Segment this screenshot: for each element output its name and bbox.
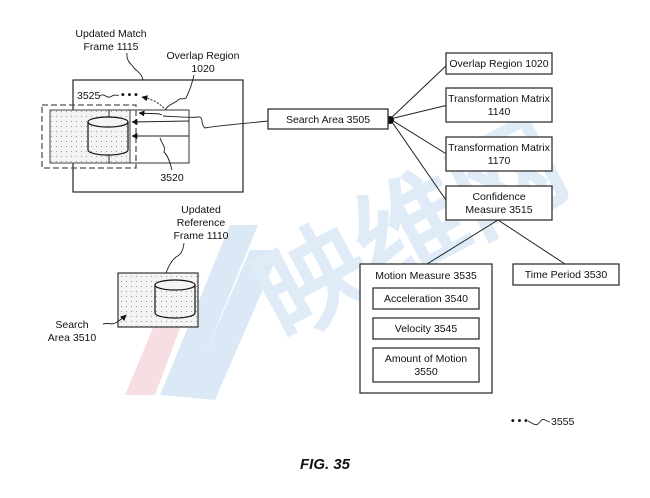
overlap-region-label-2: 1020 bbox=[191, 63, 215, 75]
link-search-3505 bbox=[162, 115, 269, 129]
updated-reference-label-3: Frame 1110 bbox=[173, 230, 228, 242]
arrow-to-cylinder-1 bbox=[131, 118, 190, 125]
transformation-matrix-1140-label-2: 1140 bbox=[488, 106, 511, 118]
leader-3510 bbox=[102, 314, 127, 325]
updated-reference-frame-group: Updated Reference Frame 1110 Search Area… bbox=[48, 204, 229, 344]
velocity-3545-label: Velocity 3545 bbox=[395, 323, 458, 335]
amount-of-motion-3550-label-1: Amount of Motion bbox=[385, 353, 467, 365]
updated-match-frame-label-2: Frame 1115 bbox=[83, 41, 138, 53]
arrow-to-ellipsis bbox=[141, 95, 165, 109]
search-area-tree: Search Area 3505 Overlap Region 1020 Tra… bbox=[267, 52, 620, 394]
time-period-3530-label: Time Period 3530 bbox=[525, 269, 608, 281]
ellipsis-3525: • • • bbox=[121, 89, 138, 101]
search-area-3510-label-2: Area 3510 bbox=[48, 332, 97, 344]
legend-label-3555: 3555 bbox=[551, 416, 575, 428]
transformation-matrix-1170-label-1: Transformation Matrix bbox=[448, 142, 550, 154]
search-area-3510-label-1: Search bbox=[55, 319, 88, 331]
amount-of-motion-3550-label-2: 3550 bbox=[414, 366, 438, 378]
legend-ellipsis: • • • bbox=[511, 415, 528, 427]
updated-match-frame-label-1: Updated Match bbox=[75, 28, 146, 40]
connector-overlap bbox=[389, 63, 449, 120]
legend-3555: • • • 3555 bbox=[511, 415, 575, 428]
time-period-3530-box bbox=[512, 263, 620, 286]
label-3520: 3520 bbox=[160, 172, 184, 184]
transformation-matrix-1170-box bbox=[445, 136, 553, 172]
label-3525: 3525 bbox=[77, 90, 101, 102]
connector-tm-1140 bbox=[389, 104, 449, 120]
connector-tm-1170 bbox=[389, 118, 449, 156]
search-area-3505-box bbox=[267, 108, 389, 130]
velocity-3545-box bbox=[372, 317, 480, 340]
amount-of-motion-3550-box bbox=[372, 347, 480, 383]
cylinder-icon bbox=[87, 116, 129, 156]
leader-1020 bbox=[164, 74, 195, 111]
connector-confidence bbox=[389, 118, 449, 204]
figure-caption: FIG. 35 bbox=[300, 456, 351, 473]
transformation-matrix-1170-label-2: 1170 bbox=[488, 155, 511, 167]
cylinder-icon bbox=[154, 279, 196, 319]
leader-3525 bbox=[99, 94, 120, 98]
connector-motion bbox=[426, 219, 499, 265]
transformation-matrix-1140-label-1: Transformation Matrix bbox=[448, 93, 550, 105]
watermark-logo-blue bbox=[160, 225, 280, 400]
confidence-measure-3515-label-1: Confidence bbox=[472, 191, 525, 203]
leader-1110 bbox=[165, 242, 185, 274]
updated-reference-label-2: Reference bbox=[177, 217, 226, 229]
overlap-region-1020-box bbox=[445, 52, 553, 75]
updated-match-frame-group: Updated Match Frame 1115 Overlap Region … bbox=[41, 28, 269, 193]
leader-3520 bbox=[159, 137, 173, 171]
connector-time bbox=[497, 219, 566, 265]
motion-measure-3535-label: Motion Measure 3535 bbox=[375, 270, 477, 282]
transformation-matrix-1140-box bbox=[445, 87, 553, 123]
search-area-dashed-box bbox=[41, 104, 137, 169]
updated-reference-label-1: Updated bbox=[181, 204, 221, 216]
overlap-region-1020-label: Overlap Region 1020 bbox=[449, 58, 548, 70]
confidence-measure-3515-label-2: Measure 3515 bbox=[465, 204, 532, 216]
acceleration-3540-label: Acceleration 3540 bbox=[384, 293, 468, 305]
confidence-measure-3515-box bbox=[445, 185, 553, 221]
overlap-region-label-1: Overlap Region bbox=[167, 50, 240, 62]
arrow-to-dashed-top bbox=[138, 110, 163, 117]
leader-1115 bbox=[126, 52, 144, 81]
leader-3555 bbox=[527, 419, 551, 426]
search-area-3505-label: Search Area 3505 bbox=[286, 114, 370, 126]
acceleration-3540-box bbox=[372, 287, 480, 310]
